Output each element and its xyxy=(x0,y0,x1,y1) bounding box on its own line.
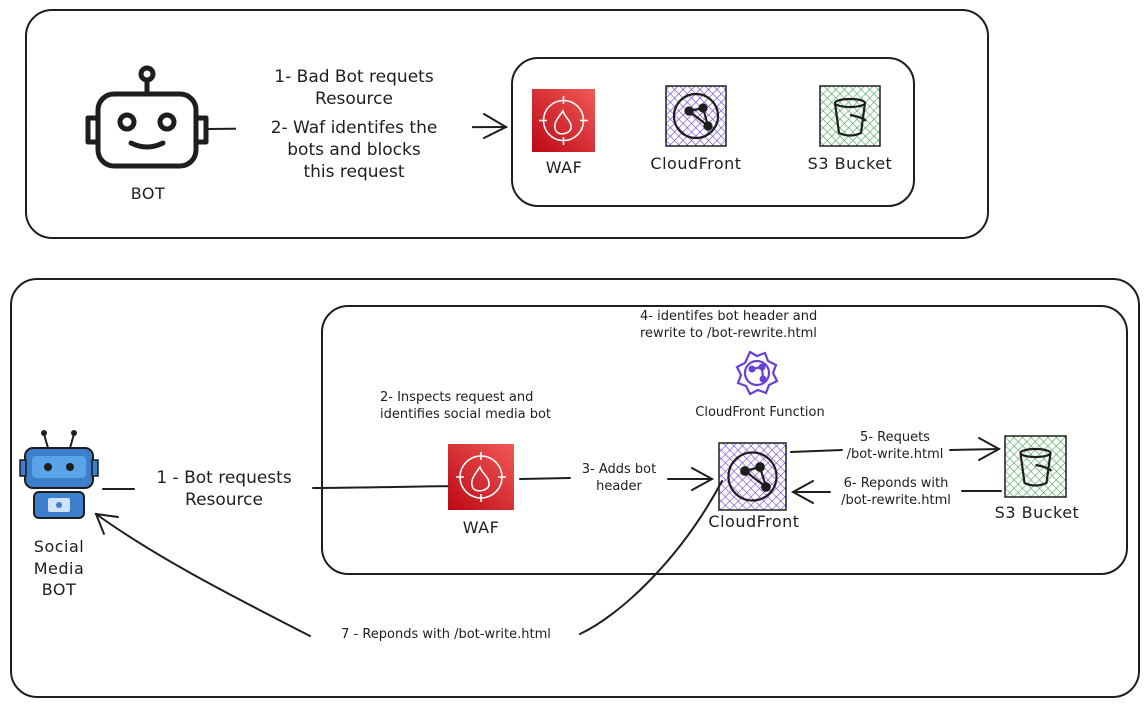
bottom-s3-label: S3 Bucket xyxy=(994,503,1080,522)
bottom-waf-label: WAF xyxy=(462,518,500,537)
bottom-step4-label: 4- identifes bot header and rewrite to /… xyxy=(640,309,854,343)
bottom-aws-group-frame xyxy=(321,305,1128,575)
top-scenario-frame xyxy=(25,9,989,239)
top-aws-group-frame xyxy=(511,57,915,207)
bottom-step7-label: 7 - Reponds with /bot-write.html xyxy=(341,627,551,642)
step3-arrow xyxy=(519,467,715,491)
bottom-cloudfront-label: CloudFront xyxy=(708,512,800,531)
top-step2-line2: bots and blocks xyxy=(287,140,421,161)
social-bot-line3: BOT xyxy=(41,580,77,600)
bottom-step6-line1: 6- Reponds with xyxy=(843,476,949,491)
social-robot-icon xyxy=(19,430,99,519)
top-cloudfront-label: CloudFront xyxy=(650,154,742,173)
bottom-step3-line1: 3- Adds bot xyxy=(581,462,657,477)
bottom-step1-line1: 1 - Bot requests xyxy=(156,468,292,488)
top-s3-label: S3 Bucket xyxy=(807,154,893,173)
bottom-step5-line1: 5- Requets xyxy=(860,430,930,445)
bottom-step1-line2: Resource xyxy=(185,490,263,511)
top-step1-line2: Resource xyxy=(315,89,393,110)
step5-arrow xyxy=(790,437,1002,461)
cloudfront-icon-bottom xyxy=(718,442,787,511)
robot-icon xyxy=(85,65,209,169)
bottom-step6-line2: /bot-rewrite.html xyxy=(841,492,951,508)
bottom-step3-line2: header xyxy=(596,478,642,494)
top-step1-line1: 1- Bad Bot requets xyxy=(274,67,434,87)
bottom-step2-line2: identifies social media bot xyxy=(380,406,552,422)
bottom-step1-label: 1 - Bot requests Resource xyxy=(138,467,310,511)
step7-arrow xyxy=(94,480,723,637)
top-waf-label: WAF xyxy=(545,158,583,177)
s3-icon-top xyxy=(819,85,881,147)
top-step2-line3: this request xyxy=(303,162,405,183)
top-bot-label: BOT xyxy=(130,184,166,203)
cloudfront-function-icon xyxy=(735,350,779,396)
social-bot-label: Social Media BOT xyxy=(20,536,98,601)
cloudfront-function-label: CloudFront Function xyxy=(695,405,825,420)
bottom-step2-label: 2- Inspects request and identifies socia… xyxy=(380,390,580,424)
step6-arrow xyxy=(790,480,1002,504)
bottom-step5-label: 5- Requets /bot-write.html xyxy=(836,430,954,464)
top-step2-label: 2- Waf identifes the bots and blocks thi… xyxy=(236,117,472,184)
bottom-step4-line2: rewrite to /bot-rewrite.html xyxy=(640,325,817,341)
social-bot-line1: Social xyxy=(33,537,85,556)
top-step1-label: 1- Bad Bot requets Resource xyxy=(236,66,472,110)
cloudfront-icon-top xyxy=(665,85,727,147)
bottom-step6-label: 6- Reponds with /bot-rewrite.html xyxy=(826,476,966,510)
s3-icon-bottom xyxy=(1004,435,1067,498)
social-bot-line2: Media xyxy=(33,558,85,578)
bottom-step3-label: 3- Adds bot header xyxy=(570,462,668,496)
waf-icon-top xyxy=(532,89,595,152)
bottom-step4-line1: 4- identifes bot header and xyxy=(640,309,818,324)
bottom-scenario-frame xyxy=(10,278,1140,698)
top-step2-line1: 2- Waf identifes the xyxy=(270,118,438,138)
bottom-step5-line2: /bot-write.html xyxy=(846,446,944,462)
waf-icon-bottom xyxy=(448,444,514,510)
bottom-step2-line1: 2- Inspects request and xyxy=(380,390,534,405)
